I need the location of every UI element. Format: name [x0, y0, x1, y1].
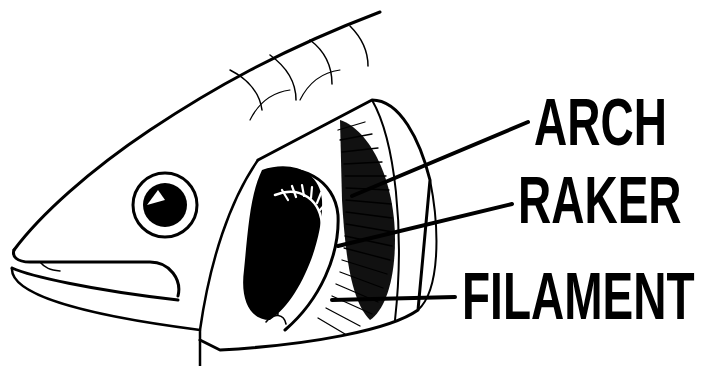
part-label: RAKER: [518, 167, 682, 234]
part-label: FILAMENT: [462, 263, 695, 330]
part-label: ARCH: [534, 89, 667, 156]
